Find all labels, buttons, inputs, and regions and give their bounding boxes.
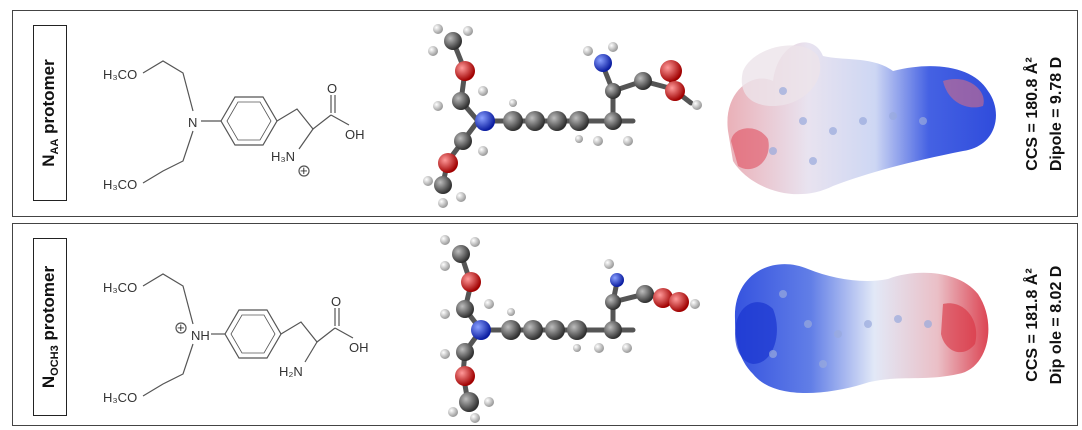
methoxy-label-top: H₃CO [103, 67, 137, 82]
charge-label: + [177, 320, 185, 335]
property-values: CCS = 180.8 Å² Dipole = 9.78 D [1015, 11, 1071, 216]
ccs-value: CCS = 181.8 Å² [1024, 267, 1041, 382]
carbonyl-oxygen-label: O [327, 81, 337, 96]
electrostatic-surface [727, 42, 996, 195]
protomer-panel-naa: NAA protomer H₃CO H₃CO N [12, 10, 1078, 217]
hydroxyl-label: OH [345, 127, 365, 142]
charge-label: + [300, 163, 308, 178]
methoxy-label-bottom: H₃CO [103, 177, 137, 192]
hydroxyl-label: OH [349, 340, 369, 355]
protomer-label-box: NOCH3 protomer [33, 238, 67, 416]
ccs-value: CCS = 180.8 Å² [1024, 56, 1041, 171]
ball-and-stick-model [423, 24, 702, 208]
dipole-value: Dip ole = 8.02 D [1048, 265, 1065, 384]
methoxy-label-bottom: H₃CO [103, 390, 137, 405]
structure-2d: H₃CO H₃CO N O OH H₃N + [103, 60, 365, 192]
nitrogen-label: N [188, 115, 197, 130]
amine-label: H₂N [279, 364, 303, 379]
electrostatic-surface [734, 264, 989, 394]
protomer-label-box: NAA protomer [33, 25, 67, 201]
ball-and-stick-model [440, 235, 700, 423]
panel-graphics: H₃CO H₃CO + NH O OH H₂N [103, 235, 989, 423]
panel-graphics: H₃CO H₃CO N O OH H₃N + [103, 24, 996, 208]
dipole-value: Dipole = 9.78 D [1048, 56, 1065, 171]
nitrogen-label: NH [191, 328, 210, 343]
structure-2d: H₃CO H₃CO + NH O OH H₂N [103, 273, 369, 405]
carbonyl-oxygen-label: O [331, 294, 341, 309]
amine-label: H₃N [271, 149, 295, 164]
methoxy-label-top: H₃CO [103, 280, 137, 295]
property-values: CCS = 181.8 Å² Dip ole = 8.02 D [1015, 224, 1071, 425]
protomer-panel-noch3: NOCH3 protomer H₃CO H₃CO + NH [12, 223, 1078, 426]
